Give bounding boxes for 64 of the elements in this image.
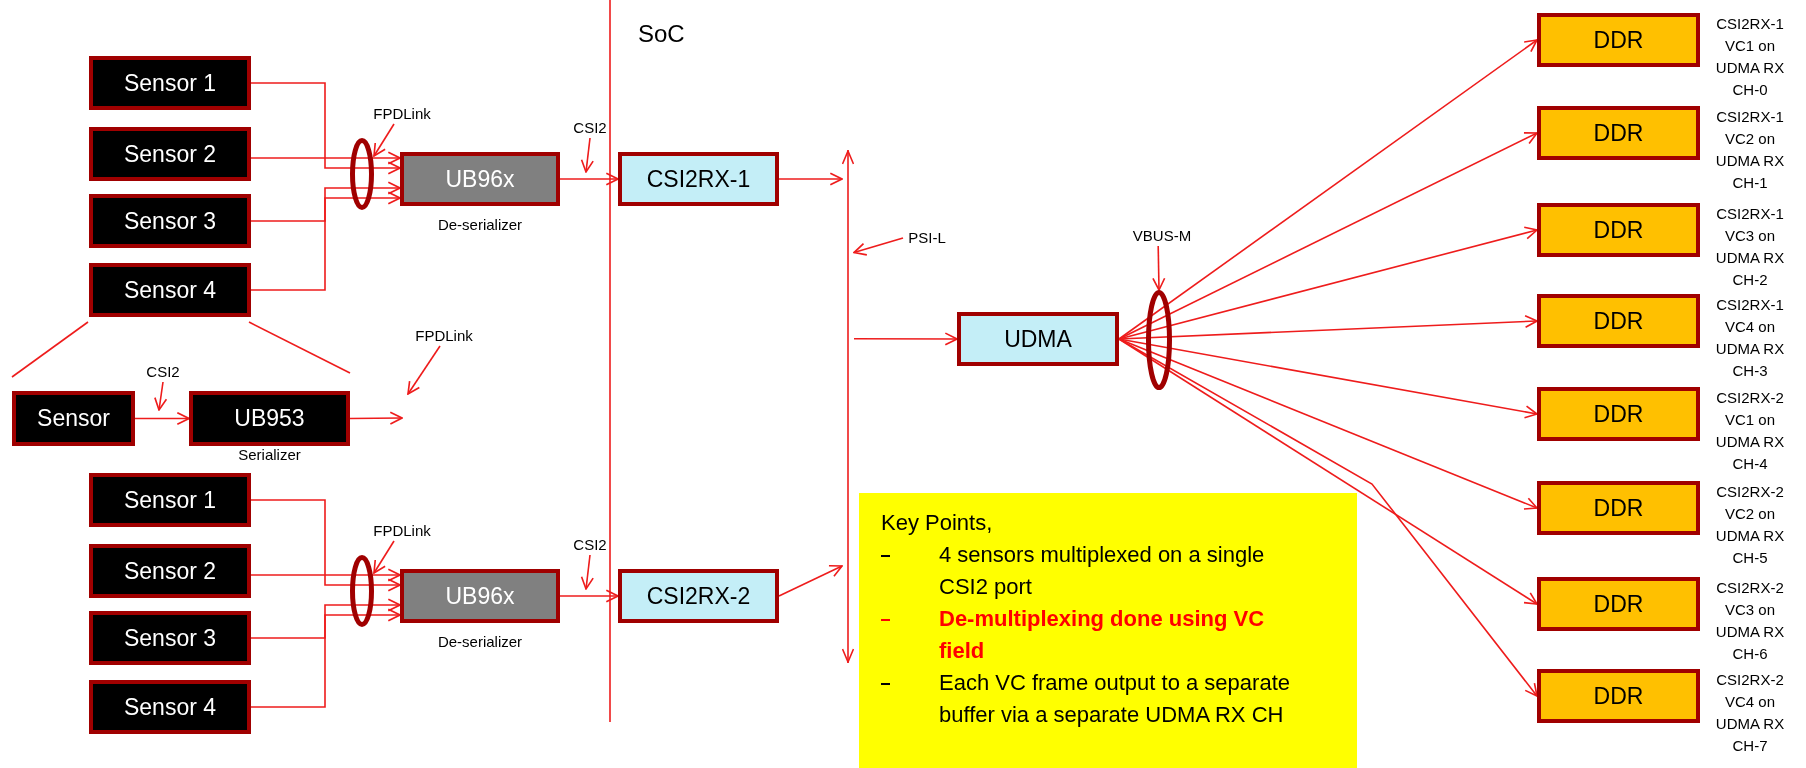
- arrow: [250, 151, 401, 165]
- bullet-text: 4 sensors multiplexed on a single CSI2 port: [939, 541, 1266, 601]
- block-box: Sensor 2: [89, 544, 251, 598]
- arrow: [778, 172, 843, 186]
- block-box: Sensor 1: [89, 56, 251, 110]
- caption-text: CSI2RX-1 VC3 on UDMA RX CH-2: [1714, 204, 1786, 290]
- link-label: PSI-L: [903, 228, 951, 248]
- arrow: [407, 345, 441, 395]
- note-heading: Key Points,: [881, 509, 994, 537]
- block-box: Sensor 4: [89, 680, 251, 734]
- block-box: Sensor 2: [89, 127, 251, 181]
- arrow: [1118, 132, 1538, 340]
- note-box: [859, 493, 1357, 768]
- arrow: [134, 411, 190, 426]
- link-label: FPDLink: [362, 521, 442, 541]
- arrow: [373, 123, 395, 157]
- link-label: FPDLink: [362, 104, 442, 124]
- arrow: [559, 172, 619, 186]
- arrow: [250, 608, 401, 708]
- arrow: [853, 237, 904, 256]
- arrow: [853, 332, 958, 346]
- block-box: Sensor 3: [89, 194, 251, 248]
- arrow: [250, 181, 401, 222]
- arrow: [250, 191, 401, 291]
- caption-text: CSI2RX-1 VC4 on UDMA RX CH-3: [1714, 295, 1786, 381]
- caption-text: Serializer: [237, 445, 302, 465]
- caption-text: CSI2RX-2 VC2 on UDMA RX CH-5: [1714, 482, 1786, 568]
- block-box: CSI2RX-2: [618, 569, 779, 623]
- arrow: [1152, 245, 1166, 291]
- link-label: FPDLink: [404, 326, 484, 346]
- block-box: Sensor: [12, 391, 135, 446]
- arrow: [154, 381, 168, 411]
- caption-text: CSI2RX-2 VC4 on UDMA RX CH-7: [1714, 670, 1786, 756]
- arrow: [373, 540, 395, 574]
- link-label: CSI2: [568, 535, 612, 555]
- bullet-text: De-multiplexing done using VC field: [939, 605, 1266, 665]
- arrow: [580, 137, 594, 173]
- arrow: [778, 564, 843, 597]
- arrow: [1118, 39, 1538, 340]
- link-label: CSI2: [141, 362, 185, 382]
- block-box: Sensor 4: [89, 263, 251, 317]
- caption-text: CSI2RX-2 VC1 on UDMA RX CH-4: [1714, 388, 1786, 474]
- link-label: VBUS-M: [1124, 226, 1200, 246]
- arrow: [250, 598, 401, 639]
- arrow: [250, 82, 401, 175]
- link-label: CSI2: [568, 118, 612, 138]
- arrow: [349, 411, 403, 425]
- block-box: UDMA: [957, 312, 1119, 366]
- caption-text: CSI2RX-1 VC1 on UDMA RX CH-0: [1714, 14, 1786, 100]
- arrow: [580, 554, 594, 590]
- region-label: SoC: [638, 19, 685, 49]
- block-box: CSI2RX-1: [618, 152, 779, 206]
- arrow: [250, 568, 401, 582]
- arrow: [559, 589, 619, 603]
- block-box: Sensor 1: [89, 473, 251, 527]
- arrow: [250, 499, 401, 592]
- caption-text: CSI2RX-2 VC3 on UDMA RX CH-6: [1714, 578, 1786, 664]
- arrow: [1118, 338, 1538, 697]
- caption-text: CSI2RX-1 VC2 on UDMA RX CH-1: [1714, 107, 1786, 193]
- arrow: [1118, 338, 1538, 605]
- bullet-text: Each VC frame output to a separate buffer via a separate UDMA RX CH: [939, 669, 1291, 729]
- caption-text: De-serializer: [436, 632, 524, 652]
- caption-text: De-serializer: [436, 215, 524, 235]
- block-box: Sensor 3: [89, 611, 251, 665]
